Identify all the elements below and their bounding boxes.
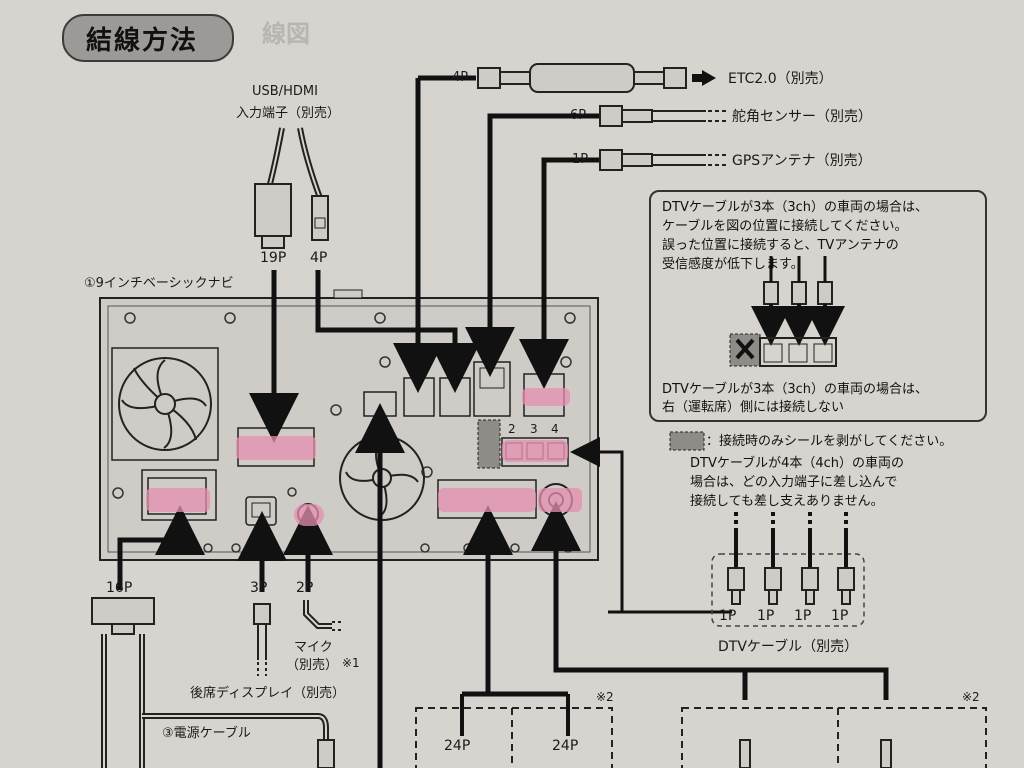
- highlight-24p: [438, 488, 536, 512]
- steer-pin-label: 6P: [570, 108, 587, 123]
- title-pill: [62, 14, 234, 62]
- dtv-note-box: [649, 190, 987, 422]
- port-4-label: 4: [551, 422, 559, 436]
- dtv-cable-label: DTVケーブル（別売）: [718, 639, 859, 655]
- seal-note-4: 接続しても差し支えありません。: [690, 494, 884, 509]
- gps-label: GPSアンテナ（別売）: [732, 153, 872, 169]
- highlight-mic: [294, 504, 324, 526]
- etc-pin-label: 4P: [452, 70, 469, 85]
- seal-note-2: DTVケーブルが4本（4ch）の車両の: [690, 456, 904, 471]
- pin-3p-label: 3P: [250, 580, 268, 596]
- port-3-label: 3: [530, 422, 538, 436]
- pin-16p-label: 16P: [106, 580, 133, 596]
- power-cable-label: ③電源ケーブル: [162, 726, 251, 741]
- note-line-1: DTVケーブルが3本（3ch）の車両の場合は、: [662, 200, 928, 215]
- pin-24p-a: 24P: [444, 738, 471, 754]
- highlight-gps: [522, 388, 570, 406]
- navi-label: ①9インチベーシックナビ: [84, 276, 234, 291]
- note-line-5: DTVケーブルが3本（3ch）の車両の場合は、: [662, 382, 928, 397]
- note2-b: ※2: [962, 690, 980, 704]
- steer-label: 舵角センサー（別売）: [732, 109, 872, 125]
- pin-1p-a: 1P: [719, 608, 737, 624]
- rear-display-label: 後席ディスプレイ（別売）: [190, 686, 346, 701]
- pin-24p-b: 24P: [552, 738, 579, 754]
- etc-label: ETC2.0（別売）: [728, 71, 833, 87]
- pin-2p-label: 2P: [296, 580, 314, 596]
- usb-hdmi-label-1: USB/HDMI: [252, 84, 318, 99]
- mic-label-1: マイク: [294, 640, 333, 655]
- note-line-4: 受信感度が低下します。: [662, 257, 804, 272]
- pin-1p-b: 1P: [757, 608, 775, 624]
- highlight-antenna: [538, 488, 582, 512]
- mic-label-2: （別売）: [286, 658, 339, 673]
- note1-label: ※1: [342, 656, 360, 670]
- highlight-19p: [236, 436, 316, 460]
- note-line-2: ケーブルを図の位置に接続してください。: [662, 219, 908, 234]
- ghost-heading: 線図: [262, 20, 310, 48]
- note2-a: ※2: [596, 690, 614, 704]
- seal-note-1: ：接続時のみシールを剥がしてください。: [706, 434, 953, 449]
- seal-note-3: 場合は、どの入力端子に差し込んで: [690, 475, 898, 490]
- pin-4p-left-label: 4P: [310, 250, 328, 266]
- page-title: 結線方法: [86, 26, 199, 56]
- pin-1p-d: 1P: [831, 608, 849, 624]
- port-2-label: 2: [508, 422, 516, 436]
- note-line-3: 誤った位置に接続すると、TVアンテナの: [662, 238, 899, 253]
- pin-1p-c: 1P: [794, 608, 812, 624]
- note-line-6: 右（運転席）側には接続しない: [662, 400, 845, 415]
- highlight-dtv-ports: [502, 440, 568, 462]
- highlight-16p: [146, 488, 210, 512]
- pin-19p-label: 19P: [260, 250, 287, 266]
- gps-pin-label: 1P: [572, 152, 589, 167]
- usb-hdmi-label-2: 入力端子（別売）: [236, 106, 341, 121]
